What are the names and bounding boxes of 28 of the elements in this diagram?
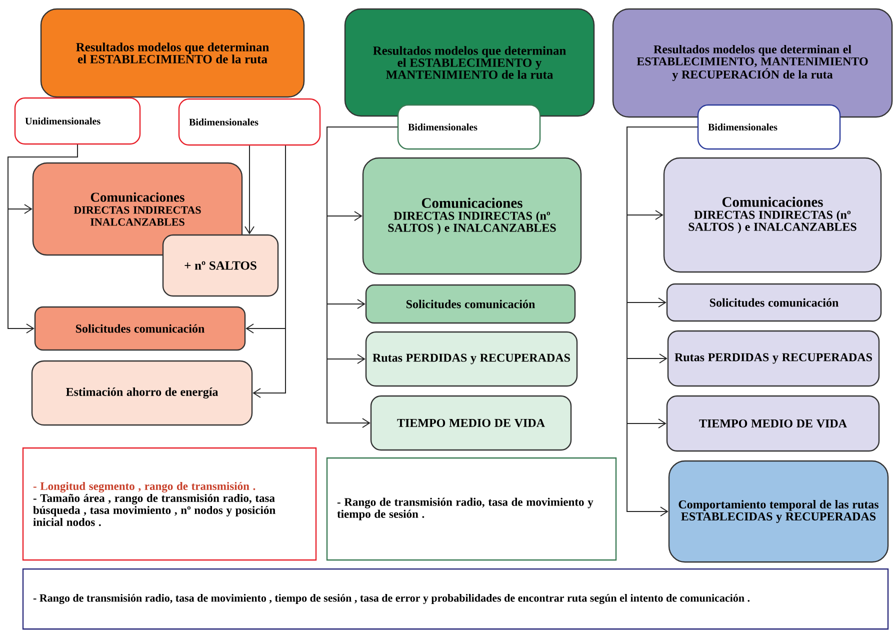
result-box: Rutas PERDIDAS y RECUPERADAS xyxy=(667,330,880,387)
result-box: Comunicaciones DIRECTAS INDIRECTAS (nº SALTOS ) e INALCANZABLES xyxy=(362,157,582,275)
result-box: Estimación ahorro de energía xyxy=(31,360,253,426)
result-box: + nº SALTOS xyxy=(162,234,279,297)
result-box: Comunicaciones DIRECTAS INDIRECTAS (nº SALTOS ) e INALCANZABLES xyxy=(663,157,882,273)
note-box: - Rango de transmisión radio, tasa de movimiento y tiempo de sesión . xyxy=(326,457,617,561)
category-box: Bidimensionales xyxy=(178,98,321,146)
result-box: Solicitudes comunicación xyxy=(365,284,576,324)
result-box: Solicitudes comunicación xyxy=(34,306,246,351)
result-box: Rutas PERDIDAS y RECUPERADAS xyxy=(365,331,578,387)
title-box: Resultados modelos que determinan el ESTABLECIMIENTO de la ruta xyxy=(40,8,305,98)
category-box: Unidimensionales xyxy=(14,97,141,145)
arrow xyxy=(626,126,698,516)
result-box: Solicitudes comunicación xyxy=(666,283,882,322)
arrow xyxy=(8,144,78,334)
arrow xyxy=(252,145,286,398)
title-box: Resultados modelos que determinan el ESTABLECIMIENTO, MANTENIMIENTO y RECUPERACIÓN de la ruta xyxy=(612,8,893,118)
note-box: - Longitud segmento , rango de transmisión . - Tamaño área , rango de transmisión radio, tasa búsqueda , tasa movimiento , nº nodos y posición inicial nodos . xyxy=(22,447,317,561)
category-box: Bidimensionales xyxy=(697,104,841,150)
result-box: Comportamiento temporal de las rutas ESTABLECIDAS y RECUPERADAS xyxy=(668,460,889,563)
category-box: Bidimensionales xyxy=(397,104,541,150)
result-box: TIEMPO MEDIO DE VIDA xyxy=(666,395,880,452)
result-box: Comunicaciones DIRECTAS INDIRECTAS INALCANZABLES xyxy=(32,162,243,256)
result-box: TIEMPO MEDIO DE VIDA xyxy=(370,395,572,451)
title-box: Resultados modelos que determinan el ESTABLECIMIENTO y MANTENIMIENTO de la ruta xyxy=(344,8,595,117)
arrow xyxy=(326,126,398,428)
arrow xyxy=(244,145,254,234)
note-box: - Rango de transmisión radio, tasa de movimiento , tiempo de sesión , tasa de error y probabilidades de encontrar ruta según el intento de comunicación . xyxy=(22,568,889,630)
